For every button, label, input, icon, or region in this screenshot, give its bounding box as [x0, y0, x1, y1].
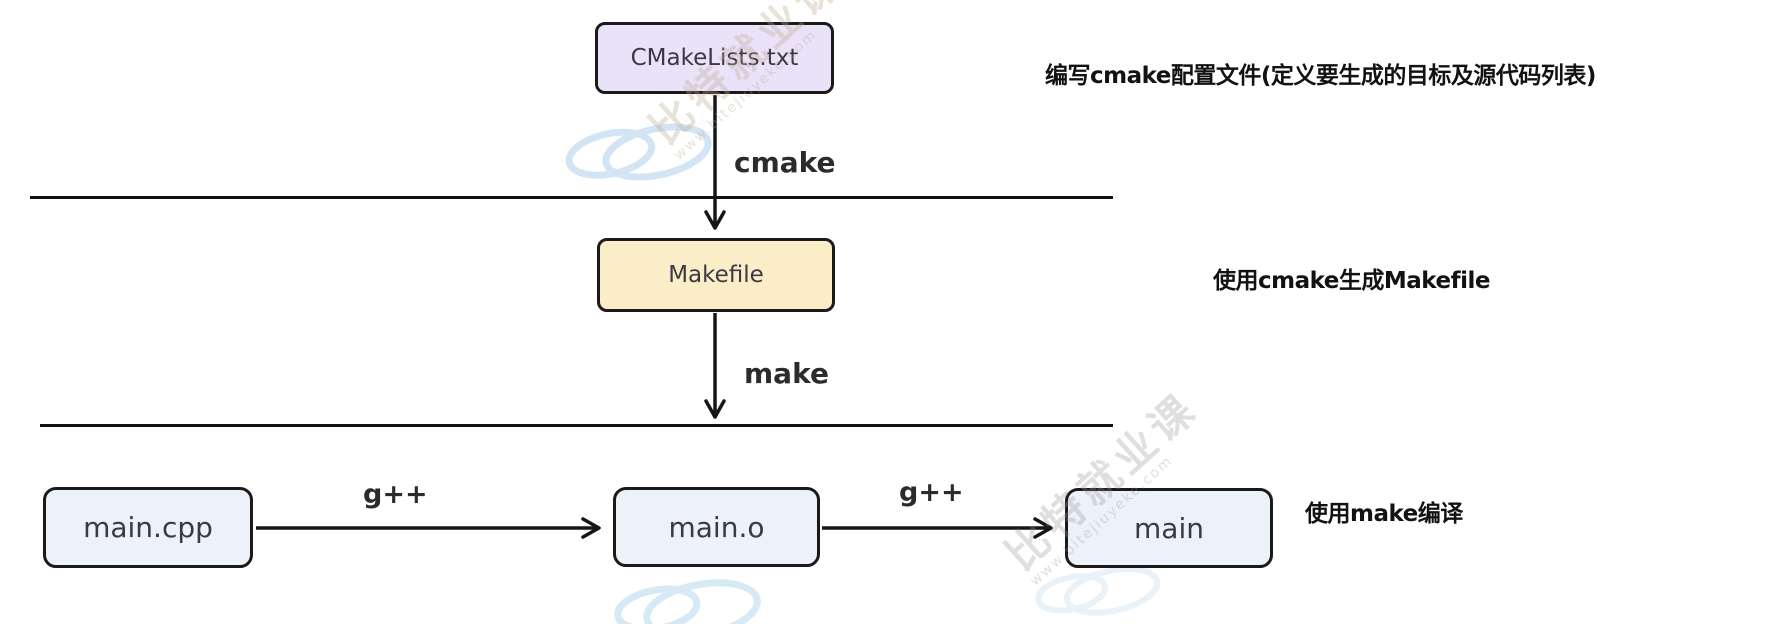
edge-label-cmake: cmake [734, 146, 836, 179]
annotation-generate-makefile: 使用cmake生成Makefile [1213, 268, 1490, 294]
node-main-o-label: main.o [668, 510, 765, 544]
stage-divider-line-1 [30, 196, 1113, 199]
node-main-cpp: main.cpp [43, 487, 253, 568]
edge-label-gpp-compile: g++ [363, 479, 428, 510]
stage-divider-line-2 [40, 424, 1113, 427]
node-main-executable-label: main [1134, 511, 1204, 545]
node-cmakelists-label: CMakeLists.txt [630, 45, 799, 71]
edge-label-make: make [744, 357, 829, 390]
node-main-cpp-label: main.cpp [83, 511, 213, 544]
watermark-swirl-logo-top [565, 123, 712, 181]
watermark-swirl-logo-bottom [614, 579, 761, 624]
node-main-executable: main [1065, 488, 1273, 568]
node-makefile-label: Makefile [668, 262, 764, 288]
annotation-make-compile: 使用make编译 [1305, 501, 1463, 527]
node-cmakelists-txt: CMakeLists.txt [595, 22, 834, 94]
node-main-o: main.o [613, 487, 820, 567]
watermark-swirl-logo-main [1035, 566, 1161, 616]
node-makefile: Makefile [597, 238, 835, 312]
edge-label-gpp-link: g++ [899, 477, 964, 508]
annotation-write-cmake-config: 编写cmake配置文件(定义要生成的目标及源代码列表) [1045, 63, 1596, 89]
